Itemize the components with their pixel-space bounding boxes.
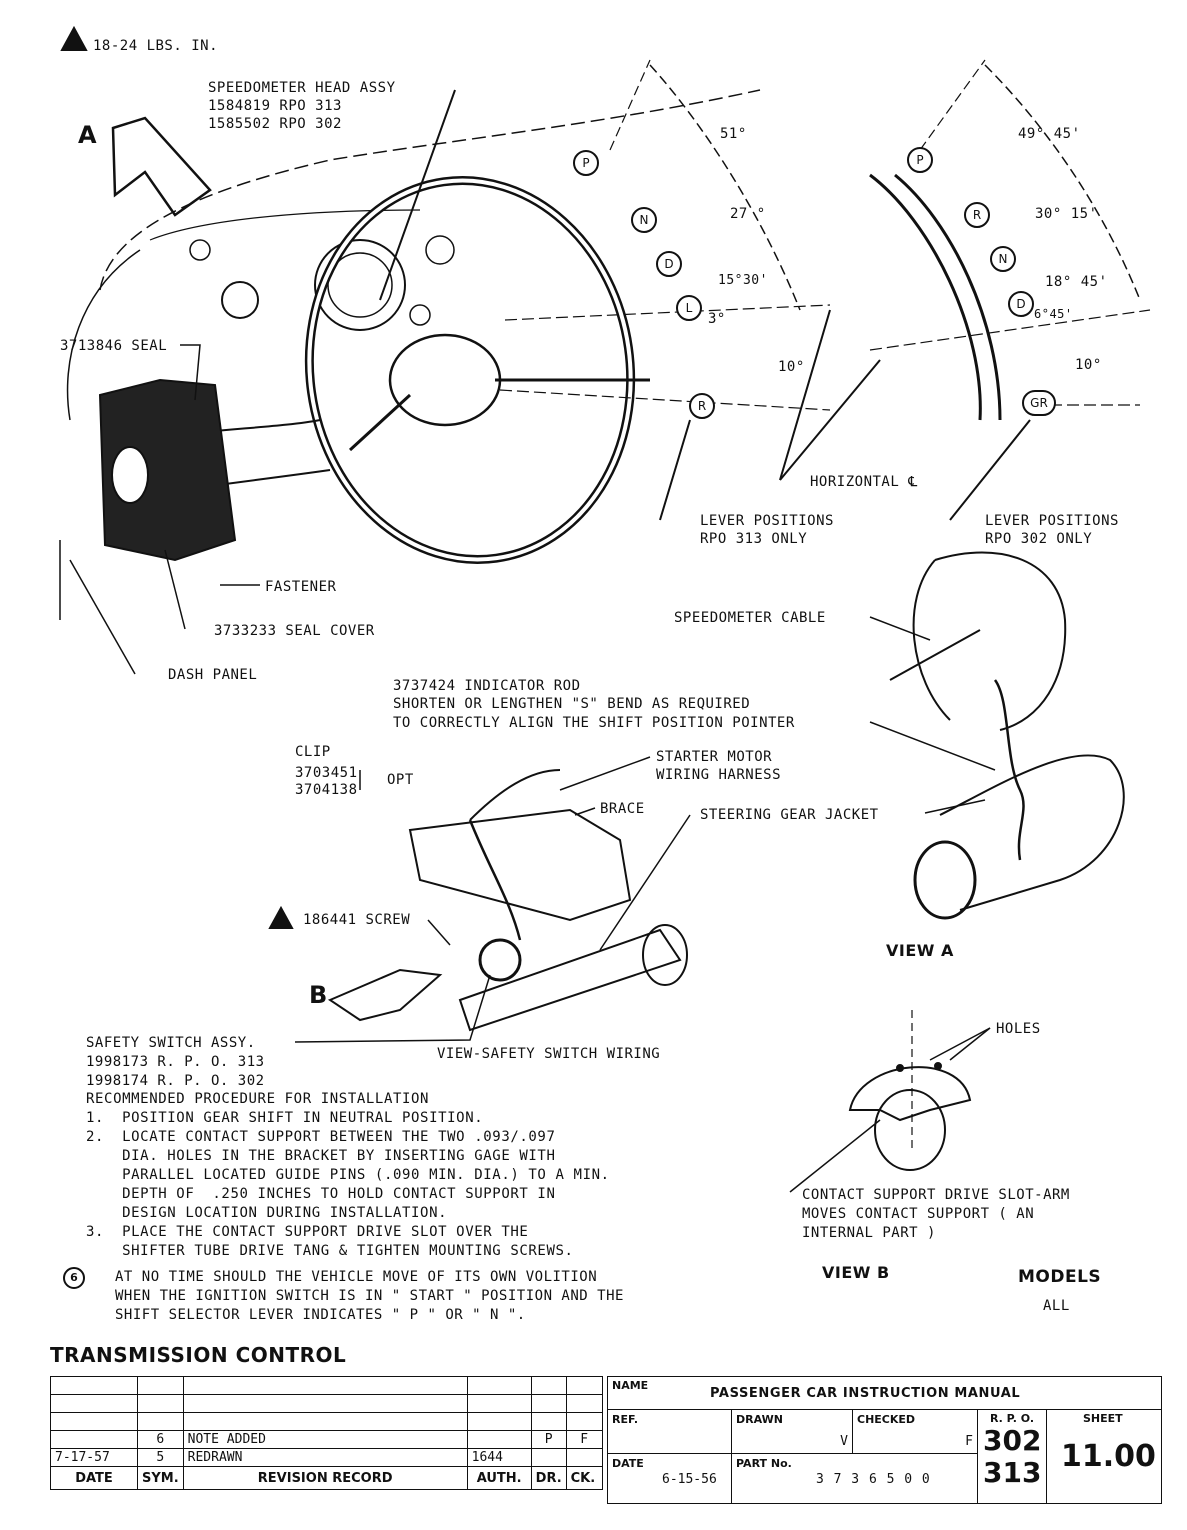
angle-302-d: 6°45' xyxy=(1034,307,1073,321)
title-part-cell: PART No. 3 7 3 6 5 0 0 xyxy=(731,1453,978,1504)
seal-cover-label: 3733233 SEAL COVER xyxy=(214,623,375,639)
safety-switch-title: SAFETY SWITCH ASSY. xyxy=(86,1035,256,1051)
models-value: ALL xyxy=(1043,1298,1070,1314)
brace-label: BRACE xyxy=(600,801,645,817)
position-313-l: L xyxy=(676,295,702,321)
contact-support-line2: MOVES CONTACT SUPPORT ( AN xyxy=(802,1206,1035,1222)
procedure-line: RECOMMENDED PROCEDURE FOR INSTALLATION xyxy=(86,1091,430,1107)
procedure-line: DEPTH OF .250 INCHES TO HOLD CONTACT SUP… xyxy=(86,1186,556,1202)
dash-panel-label: DASH PANEL xyxy=(168,667,258,683)
angle-302-r: 30° 15' xyxy=(1035,206,1098,222)
position-302-n: N xyxy=(990,246,1016,272)
starter-line1: STARTER MOTOR xyxy=(656,749,773,765)
view-b-arrow-label: B xyxy=(309,981,328,1009)
holes-label: HOLES xyxy=(996,1021,1041,1037)
position-302-r: R xyxy=(964,202,990,228)
title-sheet-cell: SHEET 11.00 xyxy=(1046,1409,1162,1504)
note-symbol: 6 xyxy=(63,1267,85,1289)
lever-302-line1: LEVER POSITIONS xyxy=(985,513,1119,529)
position-302-gr: GR xyxy=(1022,390,1056,416)
clip-opt: OPT xyxy=(387,772,414,788)
view-safety-label: VIEW-SAFETY SWITCH WIRING xyxy=(437,1046,661,1062)
clip-title: CLIP xyxy=(295,744,331,760)
screw-warning-triangle-icon xyxy=(268,905,294,929)
torque-warning-triangle-icon xyxy=(60,25,88,51)
fastener-label: FASTENER xyxy=(265,579,337,595)
section-title: TRANSMISSION CONTROL xyxy=(50,1343,347,1367)
position-313-n: N xyxy=(631,207,657,233)
procedure-line: 3. PLACE THE CONTACT SUPPORT DRIVE SLOT … xyxy=(86,1224,529,1240)
angle-302-gr: 10° xyxy=(1075,357,1102,373)
lever-313-line1: LEVER POSITIONS xyxy=(700,513,834,529)
position-313-d: D xyxy=(656,251,682,277)
speedometer-part-1: 1584819 RPO 313 xyxy=(208,98,342,114)
title-name-cell: NAME PASSENGER CAR INSTRUCTION MANUAL xyxy=(607,1376,1162,1410)
procedure-line: DIA. HOLES IN THE BRACKET BY INSERTING G… xyxy=(86,1148,556,1164)
procedure-line: 1. POSITION GEAR SHIFT IN NEUTRAL POSITI… xyxy=(86,1110,484,1126)
procedure-line: SHIFTER TUBE DRIVE TANG & TIGHTEN MOUNTI… xyxy=(86,1243,574,1259)
indicator-rod-line3: TO CORRECTLY ALIGN THE SHIFT POSITION PO… xyxy=(393,715,795,731)
position-313-r: R xyxy=(689,393,715,419)
note-line-2: WHEN THE IGNITION SWITCH IS IN " START "… xyxy=(115,1288,624,1304)
view-a-arrow-label: A xyxy=(78,121,98,149)
revision-header-row: DATE SYM. REVISION RECORD AUTH. DR. CK. xyxy=(50,1466,603,1490)
seal-label: 3713846 SEAL xyxy=(60,338,168,354)
angle-313-r: 10° xyxy=(778,359,805,375)
position-313-p: P xyxy=(573,150,599,176)
angle-313-n: 27 ° xyxy=(730,206,766,222)
safety-switch-part-1: 1998173 R. P. O. 313 xyxy=(86,1054,265,1070)
clip-part-1: 3703451 xyxy=(295,765,358,781)
lever-313-line2: RPO 313 ONLY xyxy=(700,531,808,547)
view-a-label: VIEW A xyxy=(886,941,954,960)
safety-switch-part-2: 1998174 R. P. O. 302 xyxy=(86,1073,265,1089)
speedometer-part-2: 1585502 RPO 302 xyxy=(208,116,342,132)
steering-jacket-label: STEERING GEAR JACKET xyxy=(700,807,879,823)
view-b-label: VIEW B xyxy=(822,1263,890,1282)
procedure-line: 2. LOCATE CONTACT SUPPORT BETWEEN THE TW… xyxy=(86,1129,556,1145)
title-rpo-cell: R. P. O. 302 313 xyxy=(977,1409,1047,1504)
procedure-line: PARALLEL LOCATED GUIDE PINS (.090 MIN. D… xyxy=(86,1167,610,1183)
angle-313-l: 3° xyxy=(708,311,726,327)
indicator-rod-line2: SHORTEN OR LENGTHEN "S" BEND AS REQUIRED xyxy=(393,696,751,712)
clip-part-2: 3704138 xyxy=(295,782,358,798)
speedometer-title: SPEEDOMETER HEAD ASSY xyxy=(208,80,396,96)
angle-302-n: 18° 45' xyxy=(1045,274,1108,290)
horizontal-centerline-label: HORIZONTAL ℄ xyxy=(810,474,918,490)
contact-support-line3: INTERNAL PART ) xyxy=(802,1225,936,1241)
angle-313-p: 51° xyxy=(720,126,747,142)
starter-line2: WIRING HARNESS xyxy=(656,767,782,783)
note-line-1: AT NO TIME SHOULD THE VEHICLE MOVE OF IT… xyxy=(115,1269,598,1285)
speedometer-cable-label: SPEEDOMETER CABLE xyxy=(674,610,826,626)
procedure-line: DESIGN LOCATION DURING INSTALLATION. xyxy=(86,1205,448,1221)
note-line-3: SHIFT SELECTOR LEVER INDICATES " P " OR … xyxy=(115,1307,526,1323)
models-title: MODELS xyxy=(1018,1267,1102,1287)
position-302-p: P xyxy=(907,147,933,173)
title-ref-cell: REF. xyxy=(607,1409,732,1454)
installation-procedure: RECOMMENDED PROCEDURE FOR INSTALLATION 1… xyxy=(86,1090,610,1261)
lever-302-line2: RPO 302 ONLY xyxy=(985,531,1093,547)
screw-label: 186441 SCREW xyxy=(303,912,411,928)
position-302-d: D xyxy=(1008,291,1034,317)
indicator-rod-line1: 3737424 INDICATOR ROD xyxy=(393,678,581,694)
title-date-cell: DATE 6-15-56 xyxy=(607,1453,732,1504)
angle-313-d: 15°30' xyxy=(718,273,768,288)
angle-302-p: 49° 45' xyxy=(1018,126,1081,142)
title-drawn-cell: DRAWN V xyxy=(731,1409,853,1454)
contact-support-line1: CONTACT SUPPORT DRIVE SLOT-ARM xyxy=(802,1187,1070,1203)
torque-note: 18-24 LBS. IN. xyxy=(93,38,219,54)
title-checked-cell: CHECKED F xyxy=(852,1409,978,1454)
